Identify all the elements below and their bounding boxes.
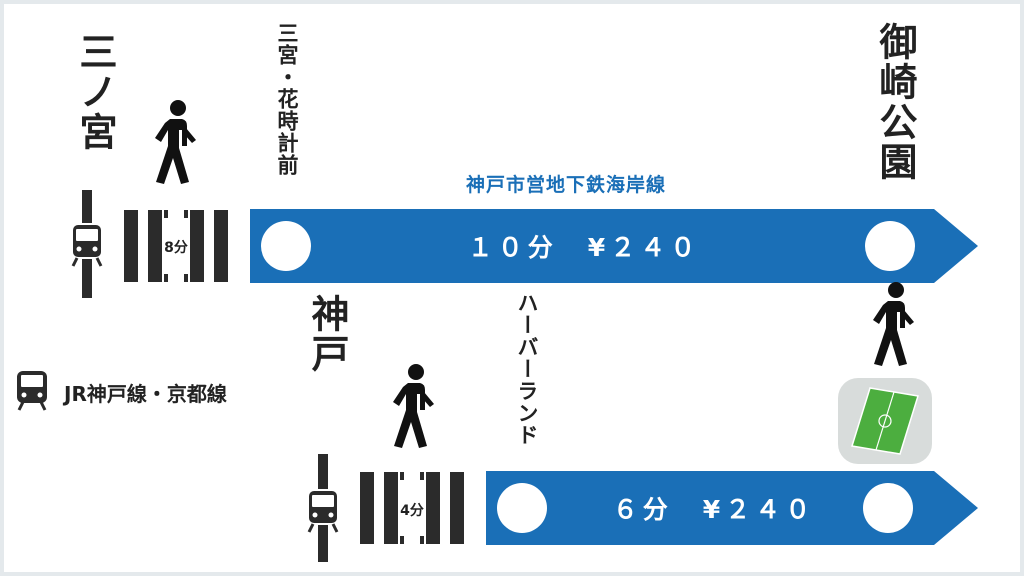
station-marker: [865, 221, 915, 271]
station-kobe: 神戸: [305, 294, 349, 374]
walking-person-icon: [155, 100, 196, 184]
train-icon: [17, 371, 47, 411]
kaigan-line-info: １０分 ¥２４０: [467, 233, 701, 262]
route-diagram: 三ノ宮 三宮・花時計前 御崎公園 神戸 ハーバーランド 神戸市営地下鉄海岸線 １…: [4, 4, 1020, 572]
station-harborland: ハーバーランド: [515, 292, 539, 446]
walk-time-kobe: 4分: [400, 503, 424, 519]
kaigan-line-name: 神戸市営地下鉄海岸線: [466, 174, 667, 196]
jr-rail-kobe: [307, 454, 339, 562]
station-marker: [863, 483, 913, 533]
walking-person-icon: [873, 282, 914, 366]
legend-jr-label: JR神戸線・京都線: [64, 382, 227, 406]
station-marker: [261, 221, 311, 271]
station-sannomiya: 三ノ宮: [73, 32, 117, 152]
kaigan-line-arrow: [250, 209, 978, 283]
stadium-icon: [838, 378, 932, 464]
walk-crosswalk-sannomiya: [124, 210, 228, 282]
walk-time-sannomiya: 8分: [164, 240, 188, 256]
train-icon: [71, 223, 103, 267]
jr-rail-sannomiya: [71, 190, 103, 298]
train-icon: [307, 489, 339, 533]
station-sannomiya-hanadokei: 三宮・花時計前: [275, 22, 299, 176]
station-marker: [497, 483, 547, 533]
kobe-route-info: ６分 ¥２４０: [612, 495, 816, 524]
station-misaki-koen: 御崎公園: [873, 22, 917, 182]
walk-crosswalk-kobe: [360, 472, 464, 544]
walking-person-icon: [393, 364, 434, 448]
kobe-route-arrow: [486, 471, 978, 545]
